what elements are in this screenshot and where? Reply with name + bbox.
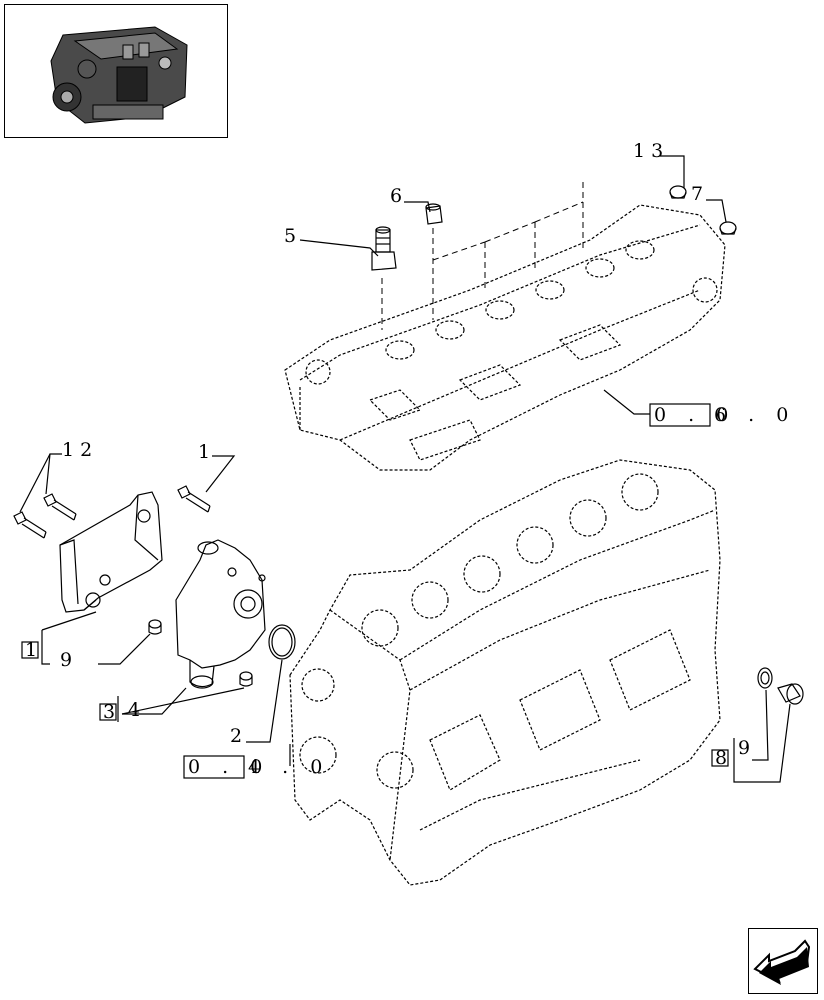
section-ref-040-boxed: 0 . 0 [188, 756, 270, 778]
callout-5: 5 [284, 225, 296, 247]
washer-9[interactable] [757, 667, 773, 689]
back-arrow-icon [753, 939, 811, 985]
boxed-ref-3[interactable]: 3 [99, 701, 117, 723]
boxed-ref-3-text: 3 [103, 701, 115, 723]
callout-13: 1 3 [633, 140, 663, 162]
plug-7[interactable] [719, 221, 737, 235]
section-ref-0-06-0[interactable]: 0 . 0 6 . 0 [649, 403, 796, 427]
plug-13[interactable] [669, 185, 687, 199]
boxed-ref-8-text: 8 [715, 747, 727, 769]
mounting-bracket[interactable] [59, 491, 163, 613]
dowel-pin-11[interactable] [148, 619, 162, 635]
section-ref-060-rest: 6 . 0 [714, 404, 796, 426]
section-ref-0-04-0[interactable]: 0 . 0 4 . 0 [183, 755, 330, 779]
plug-8[interactable] [777, 683, 804, 705]
bolt-12-a[interactable] [43, 493, 77, 521]
callout-2: 2 [230, 725, 242, 747]
sleeve-6[interactable] [425, 203, 443, 225]
engine-block[interactable] [289, 459, 721, 886]
boxed-ref-1[interactable]: 1 [21, 639, 39, 661]
bolt-1[interactable] [177, 485, 211, 513]
thermostat-housing[interactable] [175, 539, 266, 689]
back-navigation-button[interactable] [748, 928, 818, 994]
callout-4: 4 [128, 699, 140, 721]
callout-12: 1 2 [62, 439, 92, 461]
cylinder-head[interactable] [284, 204, 726, 471]
o-ring-2[interactable] [268, 624, 296, 660]
engine-thumbnail-icon [50, 26, 188, 124]
callout-6: 6 [390, 185, 402, 207]
engine-thumbnail[interactable] [4, 4, 228, 138]
bolt-12-b[interactable] [13, 511, 47, 539]
section-ref-060-boxed: 0 . 0 [654, 404, 736, 426]
boxed-ref-8[interactable]: 8 [711, 747, 729, 769]
callout-1: 1 [198, 441, 210, 463]
callout-7: 7 [691, 183, 703, 205]
dowel-pin-4[interactable] [239, 671, 253, 687]
callout-9-shown: 9 [738, 737, 750, 759]
boxed-ref-1-text: 1 [25, 639, 37, 661]
section-ref-040-rest: 4 . 0 [248, 756, 330, 778]
callout-11: 9 [60, 649, 72, 671]
fitting-5[interactable] [371, 226, 397, 271]
